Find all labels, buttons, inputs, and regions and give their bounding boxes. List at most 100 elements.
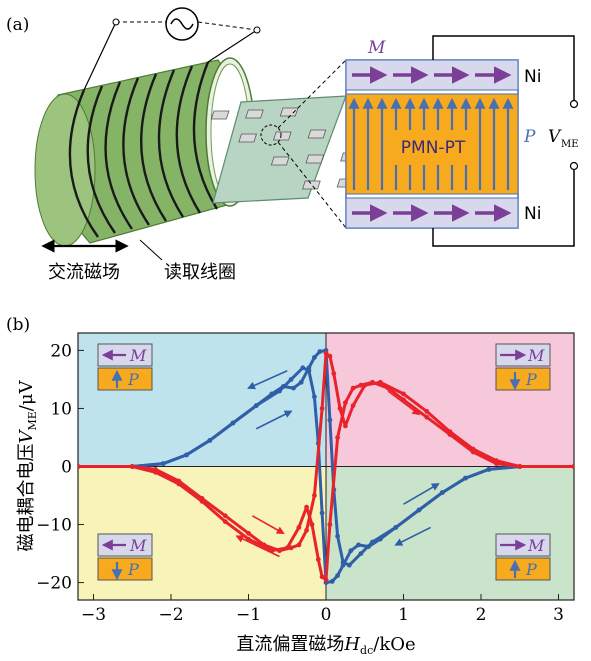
data-point <box>323 350 329 356</box>
voltage-subscript: ME <box>561 139 579 150</box>
inset-tl-p-label: P <box>127 370 139 389</box>
x-tick-label: 1 <box>398 605 409 625</box>
x-axis-ticks: −3 −2 −1 0 1 2 3 <box>81 594 564 625</box>
data-point <box>309 522 315 527</box>
data-point <box>323 577 329 583</box>
x-tick-label: −3 <box>81 605 106 625</box>
data-point <box>304 527 309 533</box>
data-point <box>327 417 333 423</box>
data-point <box>222 513 228 519</box>
data-point <box>327 353 333 359</box>
piezo-layer <box>345 93 519 195</box>
y-tick-label: 0 <box>61 458 72 478</box>
pickup-coil-pointer <box>139 239 163 261</box>
magnetization-symbol: M <box>367 38 386 58</box>
data-point <box>393 525 399 530</box>
data-point <box>296 542 302 548</box>
data-point <box>571 464 574 469</box>
data-point <box>291 385 296 391</box>
data-point <box>385 385 391 391</box>
inset-bottom-right: M P <box>495 533 551 581</box>
data-point <box>78 464 81 469</box>
data-point <box>327 522 333 527</box>
sweep-arrow <box>394 526 431 546</box>
x-tick-label: −2 <box>158 605 183 625</box>
panel-b-label: (b) <box>6 315 30 335</box>
data-point <box>401 391 406 397</box>
data-point <box>230 420 236 426</box>
data-point <box>319 406 325 411</box>
data-point <box>153 469 158 475</box>
inset-br-p-label: P <box>525 560 537 579</box>
sample-substrate <box>210 59 391 229</box>
data-point <box>424 409 430 414</box>
data-point <box>207 438 213 443</box>
sweep-arrow <box>255 410 293 430</box>
polarization-arrows <box>348 97 514 190</box>
inset-br-m-label: M <box>527 536 545 555</box>
data-point <box>424 414 430 420</box>
data-point <box>340 562 346 568</box>
data-point <box>296 525 302 530</box>
y-tick-label: 10 <box>50 399 72 419</box>
inset-tr-m-label: M <box>527 346 545 365</box>
y-tick-label: −10 <box>36 516 72 536</box>
inset-top-left: M P <box>97 343 153 391</box>
data-point <box>222 519 228 524</box>
x-axis-title: 直流偏置磁场Hdc/kOe <box>236 634 415 657</box>
data-point <box>176 481 182 487</box>
inset-tr-p-label: P <box>525 370 537 389</box>
chart-series <box>78 348 574 585</box>
data-point <box>343 423 348 429</box>
data-point <box>350 403 356 408</box>
data-point <box>253 403 259 408</box>
data-point <box>366 544 371 549</box>
data-point <box>300 365 306 371</box>
ac-coil: 交流磁场 读取线圈 <box>34 7 261 283</box>
ac-source <box>83 7 261 91</box>
data-point <box>312 394 317 400</box>
data-point <box>199 498 205 504</box>
data-point <box>358 551 364 556</box>
x-tick-label: 2 <box>476 605 487 625</box>
inset-tl-m-label: M <box>129 346 147 365</box>
sweep-direction-arrows <box>235 369 440 558</box>
sweep-arrow <box>387 390 421 416</box>
data-point <box>288 377 294 382</box>
panel-a: (a) <box>6 7 579 283</box>
data-point <box>346 562 352 568</box>
data-point <box>343 400 348 406</box>
voltage-symbol: V <box>548 127 562 147</box>
data-point <box>319 574 325 580</box>
data-point <box>348 548 354 554</box>
data-point <box>160 461 166 466</box>
data-point <box>370 379 375 385</box>
x-tick-label: 0 <box>321 605 332 625</box>
coil-windings <box>68 61 219 238</box>
output-circuit: V ME <box>432 35 579 247</box>
x-tick-label: 3 <box>553 605 564 625</box>
inset-bl-p-label: P <box>127 560 139 579</box>
bottom-ni-label: Ni <box>524 204 541 224</box>
top-ni-label: Ni <box>524 67 541 87</box>
data-point <box>312 355 317 360</box>
data-point <box>331 371 337 376</box>
data-point <box>350 385 356 391</box>
data-point <box>317 349 323 354</box>
data-point <box>129 464 135 469</box>
data-point <box>463 475 468 481</box>
inset-top-right: M P <box>495 343 551 391</box>
data-point <box>494 461 499 466</box>
data-point <box>298 379 304 385</box>
data-point <box>335 533 340 539</box>
data-point <box>319 510 325 516</box>
x-tick-label: −1 <box>236 605 261 625</box>
data-point <box>288 545 294 551</box>
sweep-arrow <box>235 535 280 558</box>
sweep-arrow <box>251 515 285 535</box>
data-point <box>358 382 364 388</box>
data-point <box>284 545 290 551</box>
